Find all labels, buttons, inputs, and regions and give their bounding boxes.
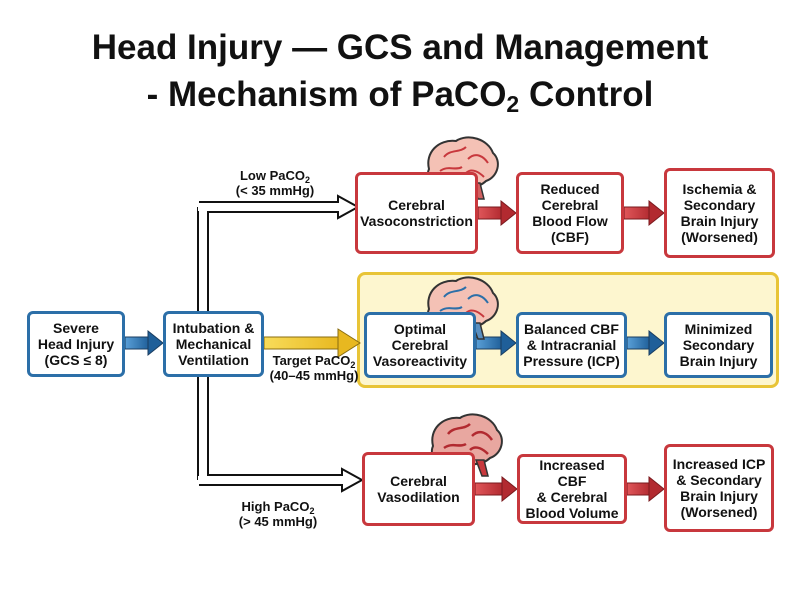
label-target-paco2: Target PaCO2 (40–45 mmHg) bbox=[269, 353, 359, 383]
diagram-title-line2: - Mechanism of PaCO2 Control bbox=[146, 75, 654, 117]
node-high-vasodilation: Cerebral Vasodilation bbox=[362, 452, 475, 526]
node-low-vasoconstriction: Cerebral Vasoconstriction bbox=[355, 172, 478, 254]
node-low-reduced-cbf: Reduced Cerebral Blood Flow (CBF) bbox=[516, 172, 624, 254]
target-arrowhead bbox=[337, 328, 361, 358]
diagram-title-line1: Head Injury — GCS and Management bbox=[91, 28, 709, 67]
node-high-outcome: Increased ICP & Secondary Brain Injury (… bbox=[664, 444, 774, 532]
node-target-vasoreactivity: Optimal Cerebral Vasoreactivity bbox=[364, 312, 476, 378]
node-intubation: Intubation & Mechanical Ventilation bbox=[163, 311, 264, 377]
label-high-paco2: High PaCO2 (> 45 mmHg) bbox=[238, 499, 318, 529]
label-low-paco2: Low PaCO2 (< 35 mmHg) bbox=[235, 168, 315, 198]
node-high-increased-cbf: Increased CBF & Cerebral Blood Volume bbox=[517, 454, 627, 524]
severe-to-intubation-arrowhead bbox=[147, 329, 164, 357]
high-branch-arrowhead bbox=[341, 467, 365, 493]
node-target-balanced-cbf: Balanced CBF & Intracranial Pressure (IC… bbox=[516, 312, 627, 378]
node-target-outcome: Minimized Secondary Brain Injury bbox=[664, 312, 773, 378]
node-severe-head-injury: Severe Head Injury (GCS ≤ 8) bbox=[27, 311, 125, 377]
node-low-outcome: Ischemia & Secondary Brain Injury (Worse… bbox=[664, 168, 775, 258]
